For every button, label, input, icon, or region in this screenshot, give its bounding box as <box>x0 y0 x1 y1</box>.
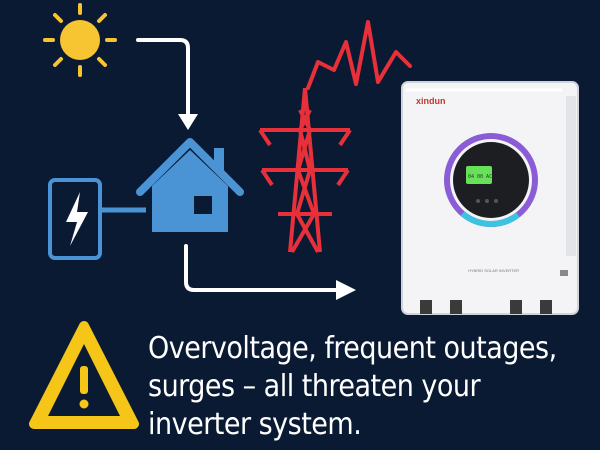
solar-inverter <box>401 81 579 315</box>
power-box-icon <box>48 178 102 260</box>
inverter-product-label: HYBRID SOLAR INVERTER <box>468 268 519 273</box>
warning-line-2: surges – all threaten your <box>148 369 481 404</box>
sun-icon <box>43 3 117 77</box>
inverter-brand: xindun <box>416 96 446 106</box>
warning-message: Overvoltage, frequent outages, surges – … <box>148 330 588 444</box>
voltage-spike-icon <box>306 20 412 90</box>
house-to-inverter-arrow <box>184 244 356 300</box>
transmission-tower-icon <box>258 87 352 254</box>
warning-line-3: inverter system. <box>148 407 362 442</box>
warning-icon <box>29 321 139 429</box>
sun-to-house-arrow <box>136 38 198 130</box>
inverter-lcd: 04 00 AC <box>468 174 492 180</box>
house-icon <box>136 138 244 232</box>
warning-line-1: Overvoltage, frequent outages, <box>148 331 557 366</box>
